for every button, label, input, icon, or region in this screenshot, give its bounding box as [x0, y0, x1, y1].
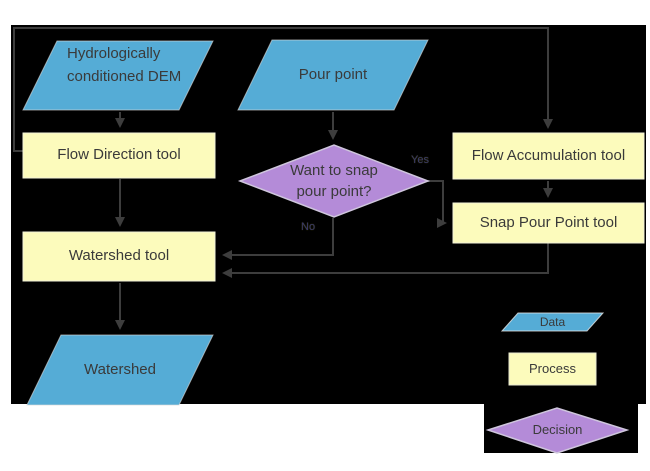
node-snap-pour-point-shape	[452, 202, 645, 244]
legend-data-label: Data	[539, 314, 566, 329]
node-flow-direction-shape	[22, 132, 216, 179]
edge-flowdirection-to-flowaccumulation	[13, 27, 553, 152]
node-dem-shape	[22, 40, 214, 111]
node-dem-label: Hydrologically conditioned DEM	[67, 45, 182, 85]
legend-decision-shape	[485, 407, 630, 454]
edge-decision-yes-to-snappourpoint	[428, 180, 447, 228]
edge-decision-no-to-watershedtool	[222, 218, 334, 260]
edge-label-no: No	[301, 221, 316, 233]
node-flow-direction-label: Flow Direction tool	[57, 146, 181, 164]
node-pour-point-shape	[237, 39, 429, 111]
node-decision-label: Want to snap pour point?	[290, 162, 378, 200]
node-pour-point-label: Pour point	[298, 65, 368, 83]
node-watershed-tool-shape	[22, 231, 216, 282]
node-watershed-shape	[26, 334, 214, 406]
edge-snappourpoint-to-watershedtool	[222, 243, 549, 278]
legend-data-shape	[500, 312, 605, 332]
legend-process-label: Process	[529, 360, 576, 376]
node-watershed-tool-label: Watershed tool	[68, 247, 170, 265]
node-flow-accumulation-shape	[452, 132, 645, 180]
node-decision-shape	[237, 144, 431, 218]
edge-label-yes: Yes	[411, 154, 429, 166]
node-flow-accumulation-label: Flow Accumulation tool	[471, 146, 626, 164]
legend-process-shape	[508, 352, 597, 386]
node-snap-pour-point-label: Snap Pour Point tool	[479, 213, 618, 231]
node-watershed-label: Watershed	[84, 360, 156, 378]
legend-decision-label: Decision	[532, 422, 583, 438]
